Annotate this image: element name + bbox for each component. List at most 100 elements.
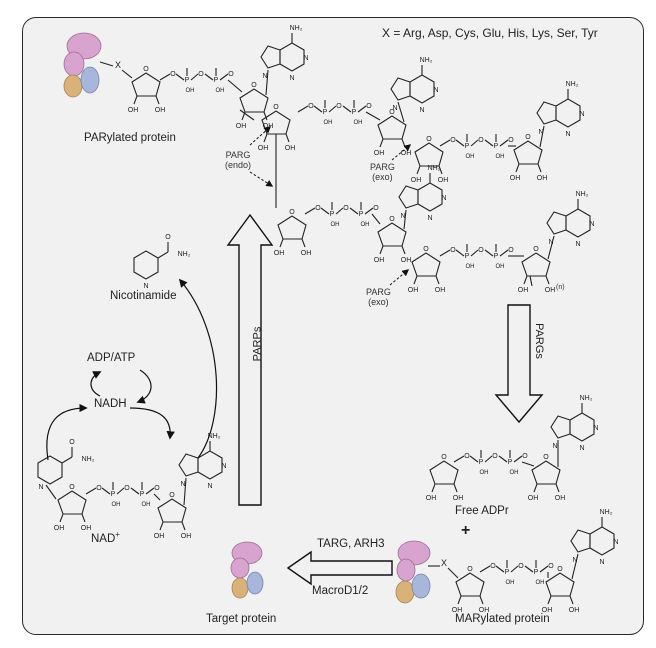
phosphate-bond — [101, 487, 111, 495]
x-linkage-label: X — [115, 60, 121, 70]
adenine-imidazole-ring — [178, 453, 199, 477]
phosphorus: P — [111, 491, 116, 498]
hydroxyl-bond — [59, 513, 64, 523]
ring-nitrogen: N — [427, 215, 432, 222]
ring-nitrogen: N — [180, 481, 185, 488]
ribose-ring — [377, 115, 407, 140]
phosphate-bond — [484, 249, 494, 257]
phosphate-oxygen: O — [508, 137, 514, 144]
phosphate-bond — [320, 207, 330, 215]
phosphate-hydroxyl: OH — [496, 154, 505, 160]
phosphate-oxygen: O — [308, 103, 314, 110]
ribose-ring — [414, 142, 444, 167]
adp-atp-return-arrow — [90, 371, 102, 397]
hydroxyl-label: OH — [537, 175, 548, 182]
pargs-arrow — [494, 304, 544, 424]
phosphate-bond — [145, 487, 155, 495]
phosphorus: P — [508, 459, 513, 466]
phosphate-bond — [349, 207, 359, 215]
adenine-imidazole-ring — [398, 185, 419, 209]
hydroxyl-bond — [523, 275, 528, 285]
phosphate-bond — [335, 207, 344, 215]
free-adpr-label: Free ADPr — [455, 505, 509, 517]
macrod-label: MacroD1/2 — [312, 585, 369, 597]
ribose-ring — [239, 88, 269, 113]
ribose-oxygen: O — [423, 246, 429, 253]
ribose-oxygen: O — [251, 82, 257, 89]
phosphate-bond — [204, 73, 214, 81]
nad-pyridinium-nitrogen: N — [38, 484, 43, 491]
nad-pyridine-ring — [37, 455, 63, 485]
amine-label: NH₂ — [428, 165, 441, 172]
phosphate-hydroxyl: OH — [496, 264, 505, 270]
hydroxyl-label: OH — [181, 533, 192, 540]
phosphate-oxygen: O — [508, 247, 514, 254]
phosphate-bond — [510, 565, 519, 573]
ring-nitrogen: N — [613, 539, 618, 546]
ring-nitrogen: N — [565, 131, 570, 138]
phosphorus: P — [185, 77, 190, 84]
adenine-pyrimidine-ring — [569, 412, 595, 442]
ring-nitrogen: N — [221, 463, 226, 470]
ribose-oxygen: O — [389, 109, 395, 116]
ribose-ring — [411, 252, 441, 277]
adpr-chain-bond — [521, 461, 535, 467]
hydroxyl-label: OH — [374, 257, 385, 264]
ring-nitrogen: N — [593, 425, 598, 432]
phosphate-hydroxyl: OH — [324, 120, 333, 126]
hydroxyl-bond — [279, 238, 284, 248]
hydroxyl-label: OH — [274, 250, 285, 257]
hydroxyl-bond — [301, 238, 306, 248]
glycosidic-bond — [547, 235, 555, 260]
ribose-oxygen: O — [289, 209, 295, 216]
phosphate-bond — [313, 105, 323, 113]
phosphate-oxygen: O — [518, 563, 524, 570]
hydroxyl-label: OH — [401, 257, 412, 264]
protein-marylated-icon — [395, 540, 431, 604]
phosphate-bond — [455, 249, 465, 257]
chemical-structures: X O OH OH O P OH O P OH O O OH OH NH₂ N N N O OH OH O P OH O P OH O… — [37, 25, 619, 614]
phosphate-oxygen: O — [366, 103, 372, 110]
repeat-bond — [529, 275, 533, 287]
parg-exo-label-b: PARG (exo) — [366, 287, 391, 307]
parg-endo-line2: (endo) — [225, 160, 252, 170]
glycosidic-bond — [265, 69, 269, 96]
phosphate-bond — [484, 139, 494, 147]
phosphate-hydroxyl: OH — [466, 264, 475, 270]
nad-charge-superscript: + — [115, 530, 120, 539]
hydroxyl-bond — [401, 245, 406, 255]
chain-bond — [239, 109, 255, 121]
phosphate-oxygen: O — [450, 247, 456, 254]
parg-exo-a-line2: (exo) — [372, 172, 393, 182]
phosphate-bond — [470, 139, 479, 147]
glycosidic-bond — [403, 209, 407, 230]
adenine-imidazole-ring — [260, 45, 281, 69]
adenine-pyrimidine-ring — [589, 526, 615, 556]
phosphate-hydroxyl: OH — [510, 470, 519, 476]
phosphate-bond — [328, 105, 337, 113]
hydroxyl-label: OH — [285, 145, 296, 152]
hydroxyl-label: OH — [528, 495, 539, 502]
parps-label: PARPs — [251, 326, 264, 362]
ribose-ring — [513, 140, 543, 165]
phosphate-bond — [304, 207, 316, 215]
adenine-imidazole-ring — [546, 211, 567, 235]
adenine-imidazole-ring — [570, 529, 591, 553]
phosphate-oxygen: O — [343, 205, 349, 212]
hydroxyl-label: OH — [258, 145, 269, 152]
parylated-protein-label: PARylated protein — [84, 132, 176, 144]
hydroxyl-bond — [379, 138, 384, 148]
ribose-ring — [57, 490, 87, 515]
ribose-ring — [545, 572, 575, 597]
hydroxyl-label: OH — [510, 175, 521, 182]
nicotinamide-ring — [133, 250, 159, 280]
phosphate-oxygen: O — [450, 137, 456, 144]
ring-nitrogen: N — [548, 239, 553, 246]
mar-linkage-bond — [447, 567, 459, 579]
phosphate-bond — [498, 455, 508, 463]
phosphorus: P — [534, 569, 539, 576]
phosphate-bond — [499, 139, 509, 147]
hydroxyl-label: OH — [374, 150, 385, 157]
chain-bond — [227, 79, 243, 93]
